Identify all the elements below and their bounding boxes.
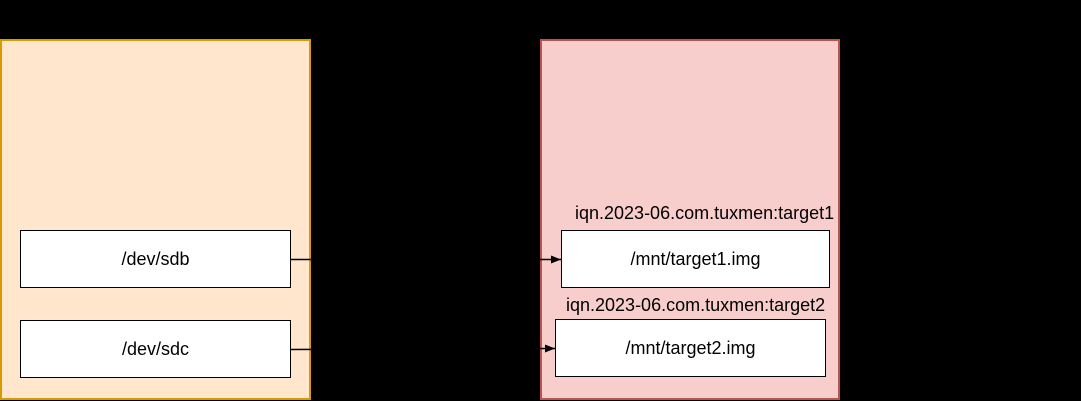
connector-sdc-to-target2 bbox=[290, 344, 556, 353]
device-node-sdc: /dev/sdc bbox=[20, 320, 291, 378]
target1-file-node: /mnt/target1.img bbox=[561, 230, 830, 288]
target1-iqn-label: iqn.2023-06.com.tuxmen:target1 bbox=[575, 203, 835, 223]
device-node-sdc-label: /dev/sdc bbox=[121, 338, 190, 359]
device-node-sdb-label: /dev/sdb bbox=[121, 248, 190, 269]
target1-file-label: /mnt/target1.img bbox=[630, 248, 761, 269]
target2-file-label: /mnt/target2.img bbox=[625, 337, 756, 358]
device-node-sdb: /dev/sdb bbox=[20, 230, 291, 288]
target2-file-node: /mnt/target2.img bbox=[555, 319, 826, 377]
target2-iqn-label: iqn.2023-06.com.tuxmen:target2 bbox=[566, 295, 826, 315]
